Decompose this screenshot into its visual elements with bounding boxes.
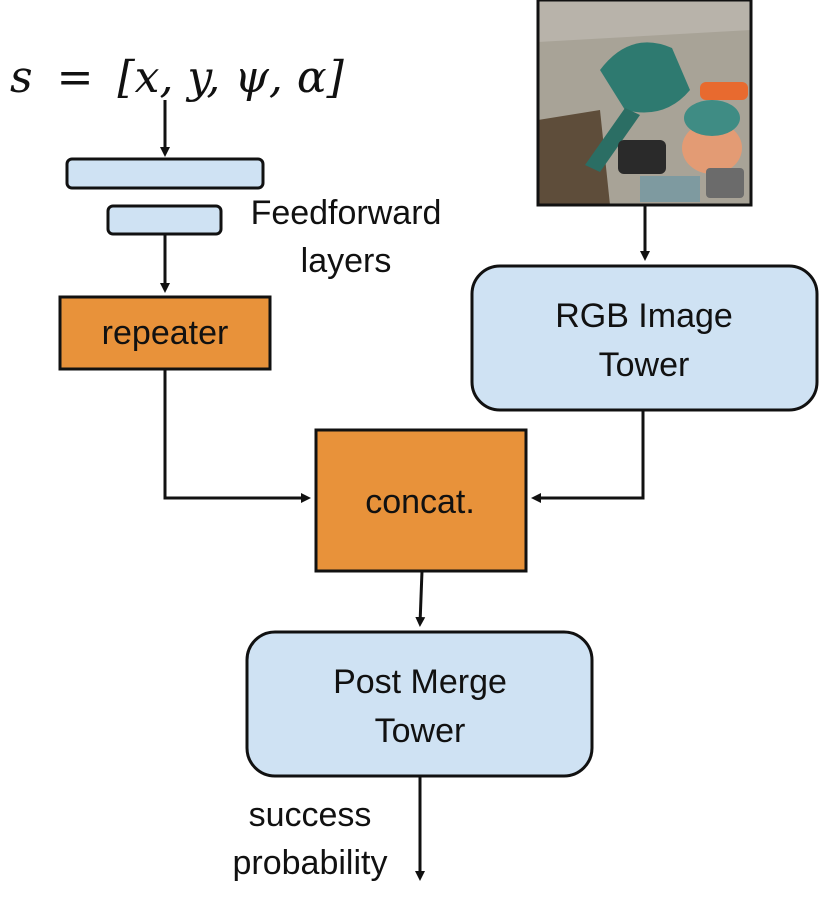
post-merge-line1: Post Merge <box>333 663 507 701</box>
repeater-label: repeater <box>102 314 229 352</box>
camera-image <box>538 0 751 205</box>
output-label-line1: success <box>249 796 372 834</box>
output-label-line2: probability <box>233 844 388 882</box>
ff-label-line2: layers <box>301 242 392 280</box>
post-merge-tower <box>245 630 594 778</box>
ff-label-line1: Feedforward <box>251 194 442 232</box>
formula-eq: = <box>57 52 94 103</box>
formula-rhs: [x, y, ψ, α] <box>117 52 344 103</box>
state-formula: s = [x, y, ψ, α] <box>10 52 345 103</box>
formula-lhs: s <box>10 52 33 103</box>
ff-layer-2 <box>106 204 223 236</box>
arrow-repeater-to-concat <box>163 369 311 503</box>
repeater-box <box>58 295 272 371</box>
rgb-tower-line2: Tower <box>599 346 690 384</box>
rgb-tower-line1: RGB Image <box>555 297 733 335</box>
concat-box <box>314 428 528 573</box>
arrow-concat-to-postmerge <box>415 570 426 627</box>
ff-layer-1 <box>65 157 265 190</box>
arrow-rgb-to-concat <box>531 410 645 503</box>
concat-label: concat. <box>365 483 475 521</box>
rgb-image-tower <box>470 264 819 412</box>
post-merge-line2: Tower <box>375 712 466 750</box>
